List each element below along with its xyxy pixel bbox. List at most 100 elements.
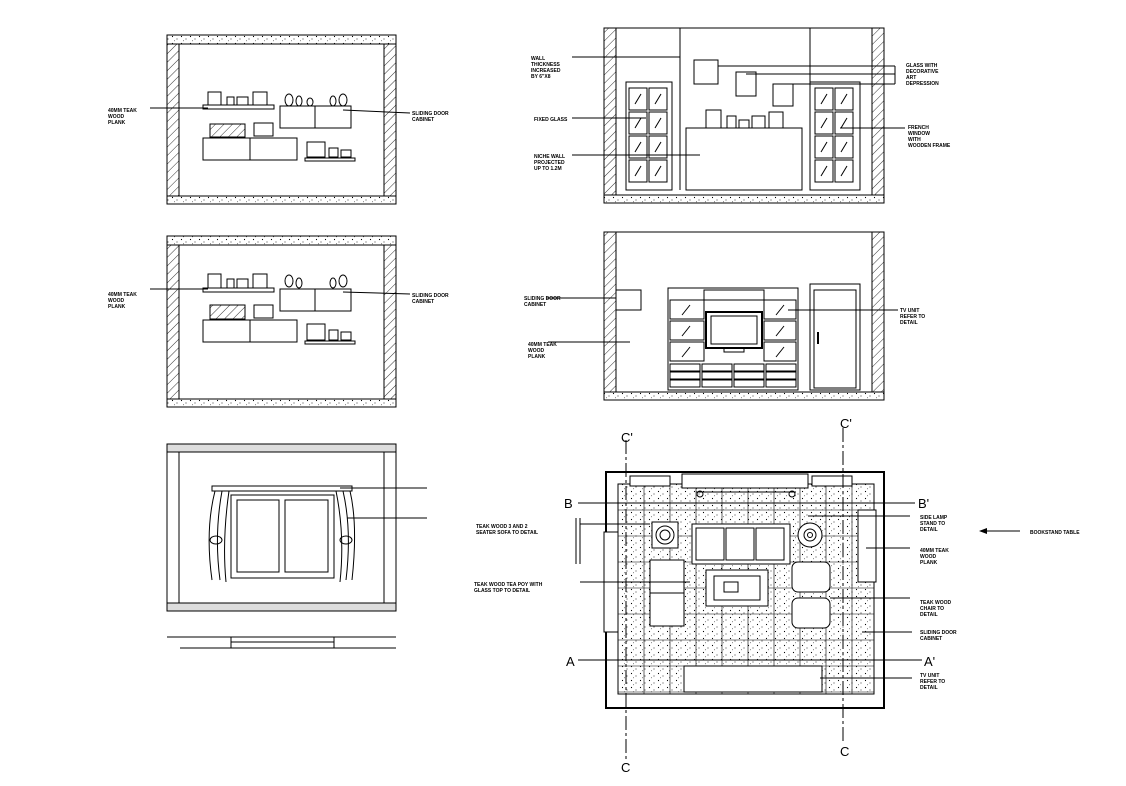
note-line: CABINET [920,636,942,642]
section-a-label: A [566,654,575,669]
glass-reflection [654,117,662,129]
window-pane [648,111,668,135]
window-pane [628,159,648,183]
window-pane [628,135,648,159]
tv-unit-shelf [763,341,797,362]
glass-reflection [775,346,785,358]
note-line: WOOD [108,114,124,120]
note-line: CABINET [524,302,546,308]
note-line: PROJECTED [534,160,565,166]
note-line: DETAIL [920,685,938,691]
french-window-right [814,87,854,183]
tv-unit-shelf [669,341,705,362]
window-pane [628,87,648,111]
glass-reflection [681,346,691,358]
note-line: WOOD [920,554,936,560]
glass-reflection [634,93,642,105]
note-line: PLANK [108,304,126,310]
tv-unit-drawer [669,363,701,372]
note-line: CHAIR TO [920,606,944,612]
note-line: PLANK [108,120,126,126]
note-line: BY 6"X8 [531,74,551,80]
glass-reflection [634,165,642,177]
glass-reflection [840,117,848,129]
section-b-label: B [564,496,573,511]
glass-reflection [820,141,828,153]
window-pane [834,159,854,183]
section-c-prime-right-label: C' [840,416,852,431]
glass-reflection [681,304,691,316]
note-line: DETAIL [920,527,938,533]
section-a-prime-label: A' [924,654,935,669]
glass-reflection [840,165,848,177]
note-line: DECORATIVE [906,69,939,75]
window-pane [834,87,854,111]
glass-reflection [634,141,642,153]
note-line: REFER TO [920,679,945,685]
tv-unit-drawer [701,363,733,372]
section-b-prime-label: B' [918,496,929,511]
note-line: WOODEN FRAME [908,143,951,149]
note-line: ART [906,75,916,81]
window-pane [814,87,834,111]
tv-unit-grid [669,289,797,388]
note-line: DEPRESSION [906,81,939,87]
note-line: THICKNESS [531,62,561,68]
tv-unit-drawer [765,363,797,372]
note-line: DETAIL [900,320,918,326]
glass-reflection [681,325,691,337]
window-pane [834,111,854,135]
note-line: UP TO 1.2M [534,166,562,172]
tv-unit-drawer [733,379,765,388]
note-line: CABINET [412,299,434,305]
window-pane [814,135,834,159]
note-line: SEATER SOFA TO DETAIL [476,530,538,536]
tv-unit-shelf [669,320,705,341]
window-pane [648,135,668,159]
window-pane [814,159,834,183]
glass-reflection [820,117,828,129]
window-pane [648,87,668,111]
tv-unit-shelf [669,299,705,320]
glass-reflection [820,93,828,105]
note-line: WOOD [108,298,124,304]
note-line: INCREASED [531,68,561,74]
tv-unit-drawer [765,379,797,388]
section-c-right-label: C [840,744,849,759]
note-line: STAND TO [920,521,945,527]
tv-unit-drawer [765,371,797,380]
window-elevation [166,443,427,649]
tv-unit-top-cabinet [703,289,765,301]
window-pane [834,135,854,159]
glass-reflection [840,93,848,105]
tv-unit-drawer [669,379,701,388]
note-line: WITH [908,137,921,143]
glass-reflection [654,141,662,153]
french-window-left [628,87,668,183]
glass-reflection [840,141,848,153]
tv-unit-drawer [701,379,733,388]
window-pane [648,159,668,183]
note-line: PLANK [920,560,938,566]
glass-reflection [654,165,662,177]
elevation-2-fixed-glass-note: FIXED GLASS [534,117,568,123]
window-pane [628,111,648,135]
note-line: WINDOW [908,131,930,137]
